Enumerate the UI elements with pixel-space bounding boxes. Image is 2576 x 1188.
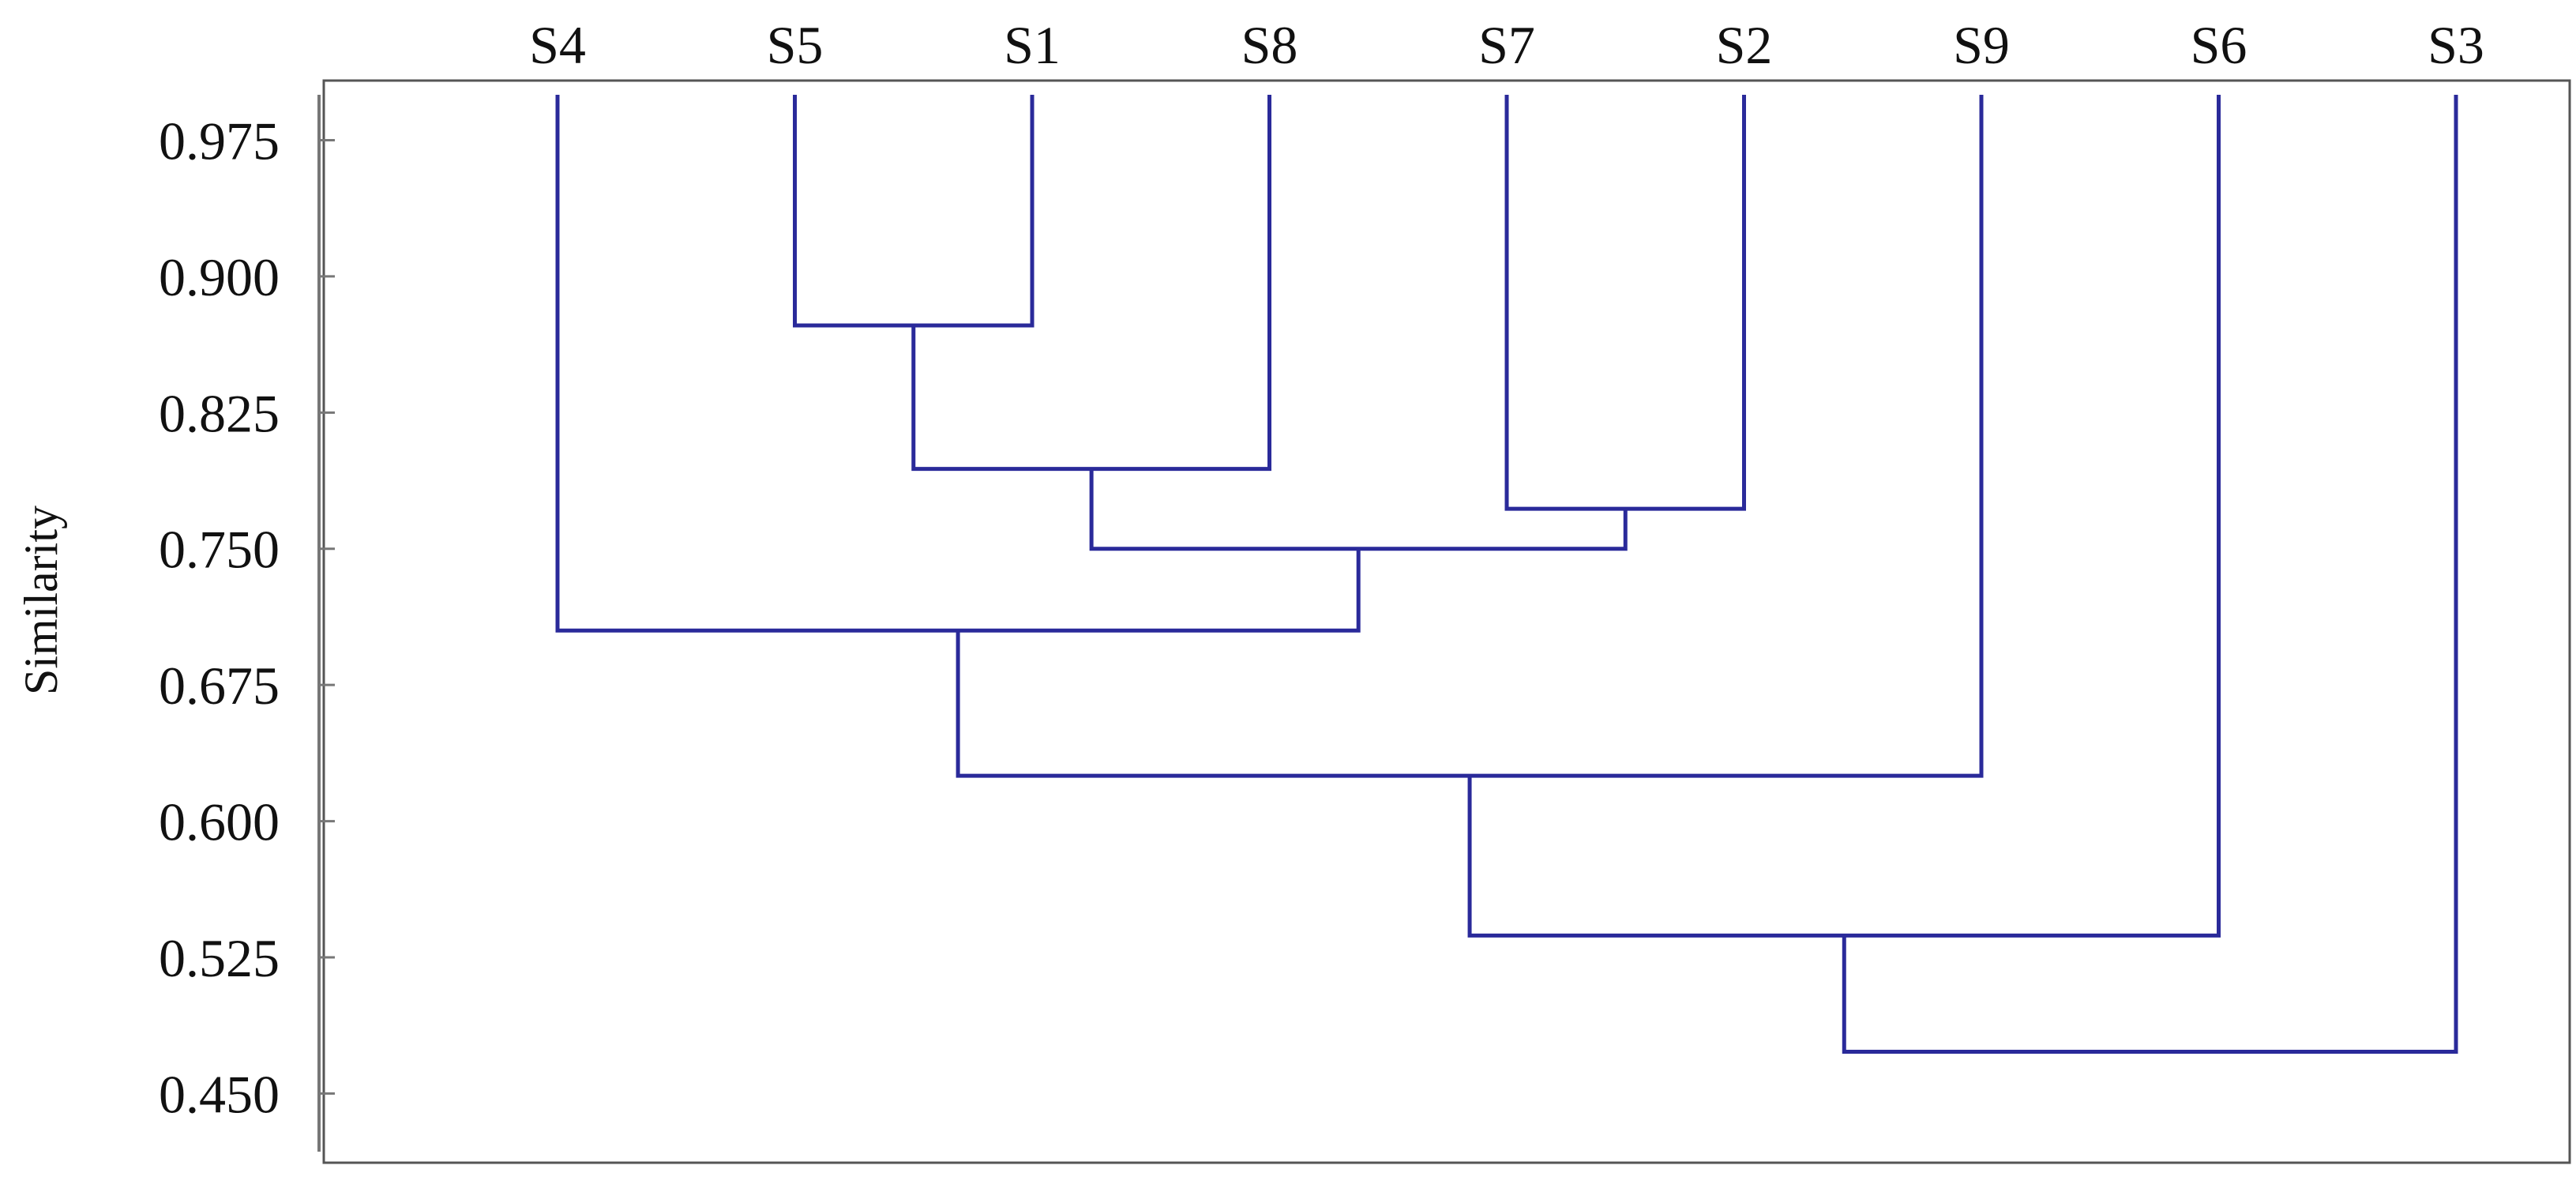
merge-link-1	[793, 95, 1035, 328]
plot-frame	[322, 79, 2571, 1164]
y-tick-label: 0.525	[159, 928, 280, 988]
y-ticks: 0.975 0.900 0.825 0.750 0.675 0.600 0.525 0.450	[159, 111, 335, 1124]
dendrogram-links	[555, 95, 2458, 1055]
y-tick-label: 0.675	[159, 656, 280, 716]
leaf-label-s3: S3	[2428, 15, 2484, 75]
leaf-label-s6: S6	[2191, 15, 2247, 75]
y-axis-title: Similarity	[15, 506, 67, 695]
leaf-label-s5: S5	[767, 15, 824, 75]
leaf-label-s1: S1	[1004, 15, 1061, 75]
merge-link-2	[911, 95, 1271, 472]
y-tick-label: 0.750	[159, 520, 280, 580]
y-tick-label: 0.600	[159, 792, 280, 852]
y-tick-label: 0.900	[159, 247, 280, 307]
leaf-label-s7: S7	[1478, 15, 1535, 75]
merge-link-8	[1842, 95, 2458, 1055]
merge-link-4	[1089, 468, 1628, 551]
leaf-label-s9: S9	[1953, 15, 2010, 75]
y-tick-label: 0.450	[159, 1064, 280, 1124]
merge-link-6	[956, 95, 1984, 778]
leaf-labels: S4 S5 S1 S8 S7 S2 S9 S6 S3	[529, 15, 2484, 75]
leaf-label-s4: S4	[529, 15, 586, 75]
leaf-label-s8: S8	[1241, 15, 1298, 75]
merge-link-3	[1504, 95, 1746, 511]
leaf-label-s2: S2	[1716, 15, 1773, 75]
y-tick-label: 0.825	[159, 383, 280, 443]
y-tick-label: 0.975	[159, 111, 280, 171]
merge-link-7	[1467, 95, 2221, 938]
